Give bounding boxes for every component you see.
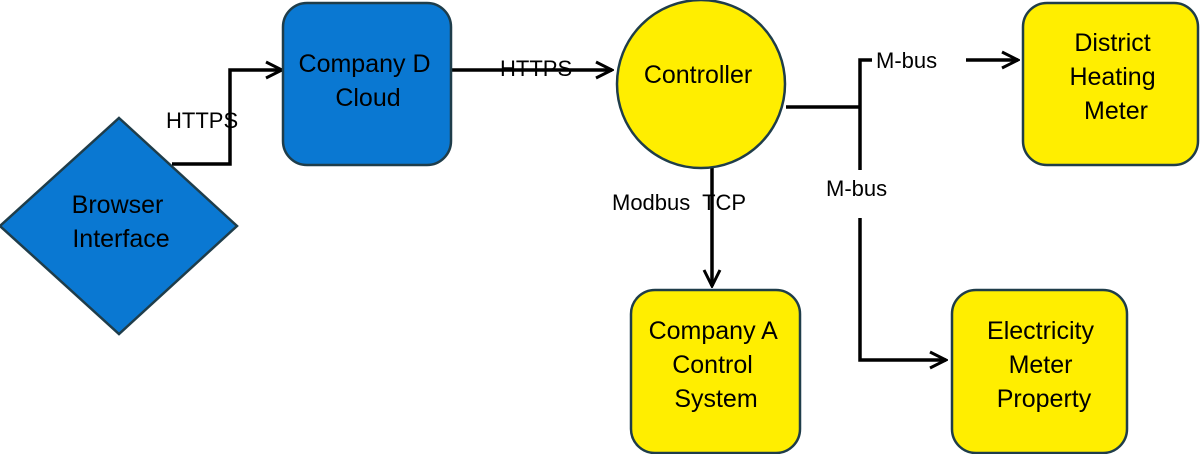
edge-labels: HTTPS HTTPS M-bus M-bus Modbus TCP — [166, 48, 937, 215]
electricity-meter-property-label: Electricity Meter Property — [987, 317, 1101, 413]
edge-label-cloud-to-controller: HTTPS — [500, 56, 572, 81]
controller-circle — [615, 0, 787, 170]
district-heating-meter-label-line: Heating — [1069, 63, 1155, 91]
electricity-meter-property-box — [950, 288, 1129, 454]
company-a-control-system-box — [629, 288, 802, 454]
district-heating-meter-box — [1021, 1, 1200, 167]
node-company-a-control-system: Company A Control System — [629, 288, 802, 454]
browser-interface-label-line: Browser — [72, 191, 164, 219]
company-d-cloud-label: Company D Cloud — [299, 50, 438, 112]
controller-label: Controller — [644, 61, 752, 89]
node-controller: Controller — [615, 0, 787, 170]
district-heating-meter-label-line: District — [1074, 29, 1150, 57]
edge-label-browser-to-cloud: HTTPS — [166, 108, 238, 133]
company-a-control-system-label-line: Control — [672, 351, 753, 379]
browser-interface-label: Browser Interface — [72, 191, 171, 253]
electricity-meter-property-label-line: Meter — [1009, 351, 1073, 379]
browser-interface-label-line: Interface — [72, 225, 169, 253]
electricity-meter-property-label-line: Electricity — [987, 317, 1094, 345]
company-d-cloud-label-line: Cloud — [335, 84, 400, 112]
node-company-d-cloud: Company D Cloud — [281, 1, 453, 167]
connectors — [172, 60, 1018, 360]
edge-label-controller-to-electricity: M-bus — [826, 176, 887, 201]
company-d-cloud-label-line: Company D — [299, 50, 431, 78]
node-district-heating-meter: District Heating Meter — [1021, 1, 1200, 167]
edge-controller-to-district — [858, 58, 872, 107]
district-heating-meter-label-line: Meter — [1084, 97, 1148, 125]
node-electricity-meter-property: Electricity Meter Property — [950, 288, 1129, 454]
edge-browser-to-cloud — [172, 70, 282, 166]
company-a-control-system-label-line: Company A — [649, 317, 779, 345]
edge-label-controller-to-district: M-bus — [876, 48, 937, 73]
edge-label-controller-to-control-system: Modbus TCP — [612, 190, 746, 215]
district-heating-meter-label: District Heating Meter — [1069, 29, 1162, 125]
company-a-control-system-label-line: System — [674, 385, 757, 413]
company-d-cloud-box — [281, 1, 453, 167]
edge-controller-to-electricity — [858, 218, 946, 360]
browser-interface-diamond — [0, 116, 239, 336]
controller-label-line: Controller — [644, 61, 752, 89]
electricity-meter-property-label-line: Property — [997, 385, 1092, 413]
node-browser-interface: Browser Interface — [0, 116, 239, 336]
company-a-control-system-label: Company A Control System — [649, 317, 784, 413]
